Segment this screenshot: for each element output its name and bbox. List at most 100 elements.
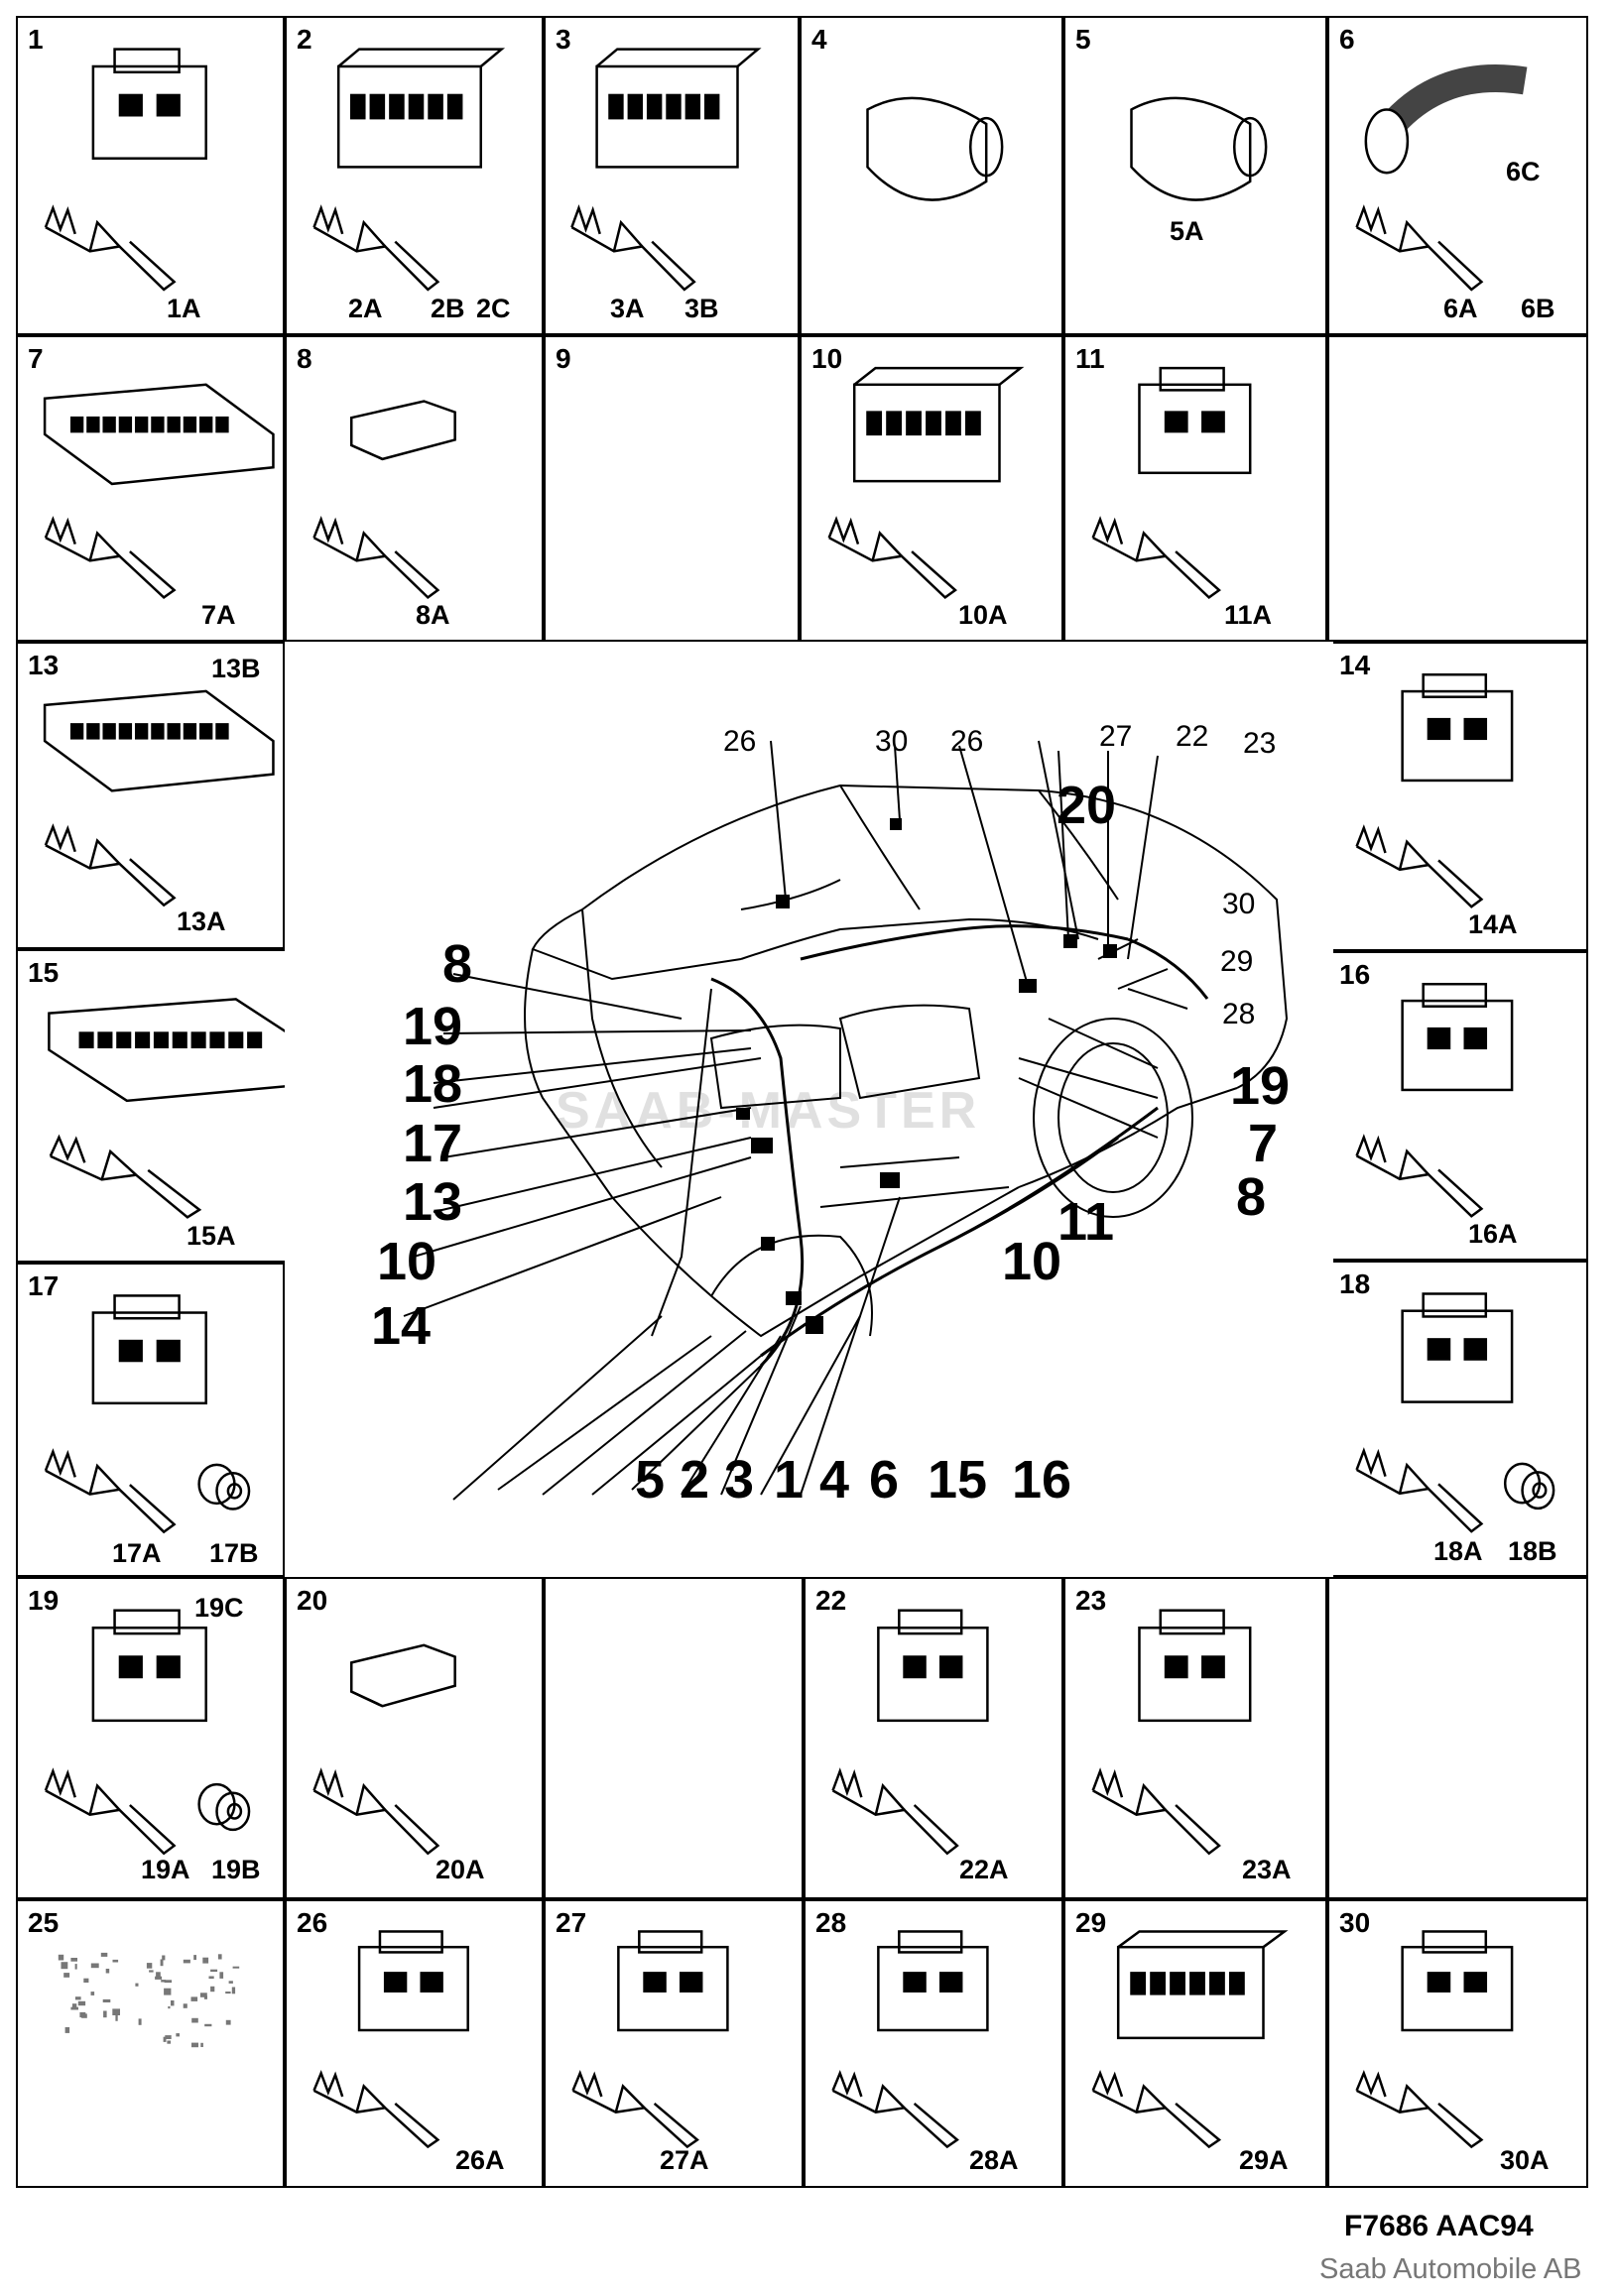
sub-part-label: 6C [1506, 157, 1541, 187]
terminal-pin-drawing [34, 1766, 182, 1869]
connector-housing-drawing [546, 357, 802, 638]
part-cell-5: 55A [1063, 16, 1327, 335]
terminal-pin-drawing [34, 203, 182, 304]
terminal-pin-drawing [34, 515, 182, 612]
callout-number: 10 [377, 1235, 436, 1288]
sub-part-label: 18B [1508, 1536, 1557, 1567]
terminal-pin-drawing [1345, 203, 1489, 304]
part-cell-27: 27 27A [544, 1899, 804, 2188]
part-cell-11: 11 11A [1063, 335, 1327, 642]
terminal-pin-drawing [560, 203, 701, 304]
sub-part-label: 15A [186, 1221, 236, 1252]
sub-part-label: 19A [141, 1855, 190, 1885]
callout-number: 15 [928, 1453, 987, 1507]
callout-number-small: 30 [875, 727, 908, 757]
sub-part-label: 30A [1500, 2145, 1550, 2176]
sub-part-label: 2A [348, 294, 383, 324]
callout-number: 20 [1057, 779, 1116, 832]
credit-text: Saab Automobile AB [1319, 2253, 1581, 2286]
terminal-pin-drawing [303, 515, 445, 612]
sub-part-label: 3A [610, 294, 645, 324]
callout-number: 11 [1057, 1195, 1114, 1249]
figure-code: F7686 AAC94 [1344, 2210, 1534, 2243]
part-cell-8: 8 8A [285, 335, 544, 642]
sub-part-label: 1A [167, 294, 201, 324]
part-cell-20: 20 20A [285, 1577, 544, 1899]
terminal-pin-drawing [817, 515, 962, 612]
sub-part-label: 13A [177, 906, 226, 937]
part-cell-30: 30 30A [1327, 1899, 1588, 2188]
part-cell-empty [544, 1577, 804, 1899]
sub-part-label: 19B [211, 1855, 261, 1885]
part-cell-13: 13 13B13A [16, 642, 285, 949]
sub-part-label: 13B [211, 654, 261, 684]
callout-number: 19 [1230, 1059, 1290, 1113]
part-cell-29: 29 29A [1063, 1899, 1327, 2188]
connector-housing-drawing [1329, 1599, 1590, 1894]
callout-number: 14 [371, 1299, 431, 1353]
part-cell-empty [1327, 335, 1588, 642]
part-cell-15: 15 15A [16, 949, 327, 1263]
terminal-pin-drawing [303, 203, 445, 304]
callout-number: 3 [724, 1453, 754, 1507]
part-cell-26: 26 26A [285, 1899, 544, 2188]
seal-drawing [185, 1453, 265, 1527]
part-cell-28: 28 28A [804, 1899, 1063, 2188]
connector-housing-drawing [802, 38, 1065, 330]
part-cell-empty [1327, 1577, 1588, 1899]
terminal-pin-drawing [821, 2069, 964, 2160]
callout-number: 10 [1002, 1235, 1061, 1288]
callout-number-small: 30 [1222, 890, 1255, 919]
terminal-pin-drawing [1345, 1133, 1489, 1231]
callout-number: 2 [680, 1453, 709, 1507]
sub-part-label: 26A [455, 2145, 505, 2176]
callout-number-small: 29 [1220, 947, 1253, 977]
part-cell-17: 17 17A17B [16, 1263, 285, 1577]
callout-number-small: 26 [950, 727, 983, 757]
part-cell-4: 4 [800, 16, 1063, 335]
connector-housing-drawing [18, 1921, 287, 2186]
part-cell-1: 1 1A [16, 16, 285, 335]
part-cell-14: 14 14A [1327, 642, 1588, 951]
sub-part-label: 16A [1468, 1219, 1518, 1250]
callout-number: 19 [403, 1000, 462, 1053]
sub-part-label: 17A [112, 1538, 162, 1569]
sub-part-label: 27A [660, 2145, 709, 2176]
terminal-pin-drawing [34, 1447, 182, 1546]
part-cell-9: 9 [544, 335, 800, 642]
callout-number-small: 27 [1099, 722, 1132, 752]
terminal-pin-drawing [821, 1766, 964, 1869]
seal-drawing [185, 1772, 265, 1849]
sub-part-label: 2B [431, 294, 465, 324]
callout-number: 5 [635, 1453, 665, 1507]
sub-part-label: 8A [416, 600, 450, 631]
sub-part-label: 23A [1242, 1855, 1292, 1885]
part-cell-10: 10 10A [800, 335, 1063, 642]
terminal-pin-drawing [1081, 515, 1226, 612]
watermark-text: SAAB-MASTER [556, 1081, 980, 1141]
terminal-pin-drawing [1345, 1446, 1489, 1546]
terminal-pin-drawing [1081, 2069, 1226, 2160]
connector-housing-drawing [1329, 357, 1590, 638]
sub-part-label: 22A [959, 1855, 1009, 1885]
callout-number-small: 22 [1176, 722, 1208, 752]
part-cell-22: 22 22A [804, 1577, 1063, 1899]
callout-number-small: 23 [1243, 729, 1276, 759]
part-cell-7: 7 7A [16, 335, 285, 642]
callout-number: 1 [774, 1453, 804, 1507]
callout-number: 13 [403, 1175, 462, 1229]
part-cell-19: 19 19C19A19B [16, 1577, 285, 1899]
callout-number: 17 [403, 1117, 462, 1170]
sub-part-label: 11A [1224, 600, 1272, 631]
sub-part-label: 3B [684, 294, 719, 324]
connector-housing-drawing [1065, 38, 1329, 330]
sub-part-label: 6A [1443, 294, 1478, 324]
sub-part-label: 7A [201, 600, 236, 631]
callout-number: 8 [442, 937, 472, 991]
terminal-pin-drawing [1345, 823, 1489, 921]
connector-housing-drawing [546, 1599, 806, 1894]
sub-part-label: 10A [958, 600, 1008, 631]
part-cell-16: 16 16A [1327, 951, 1588, 1261]
sub-part-label: 28A [969, 2145, 1019, 2176]
part-cell-3: 3 3A3B [544, 16, 800, 335]
